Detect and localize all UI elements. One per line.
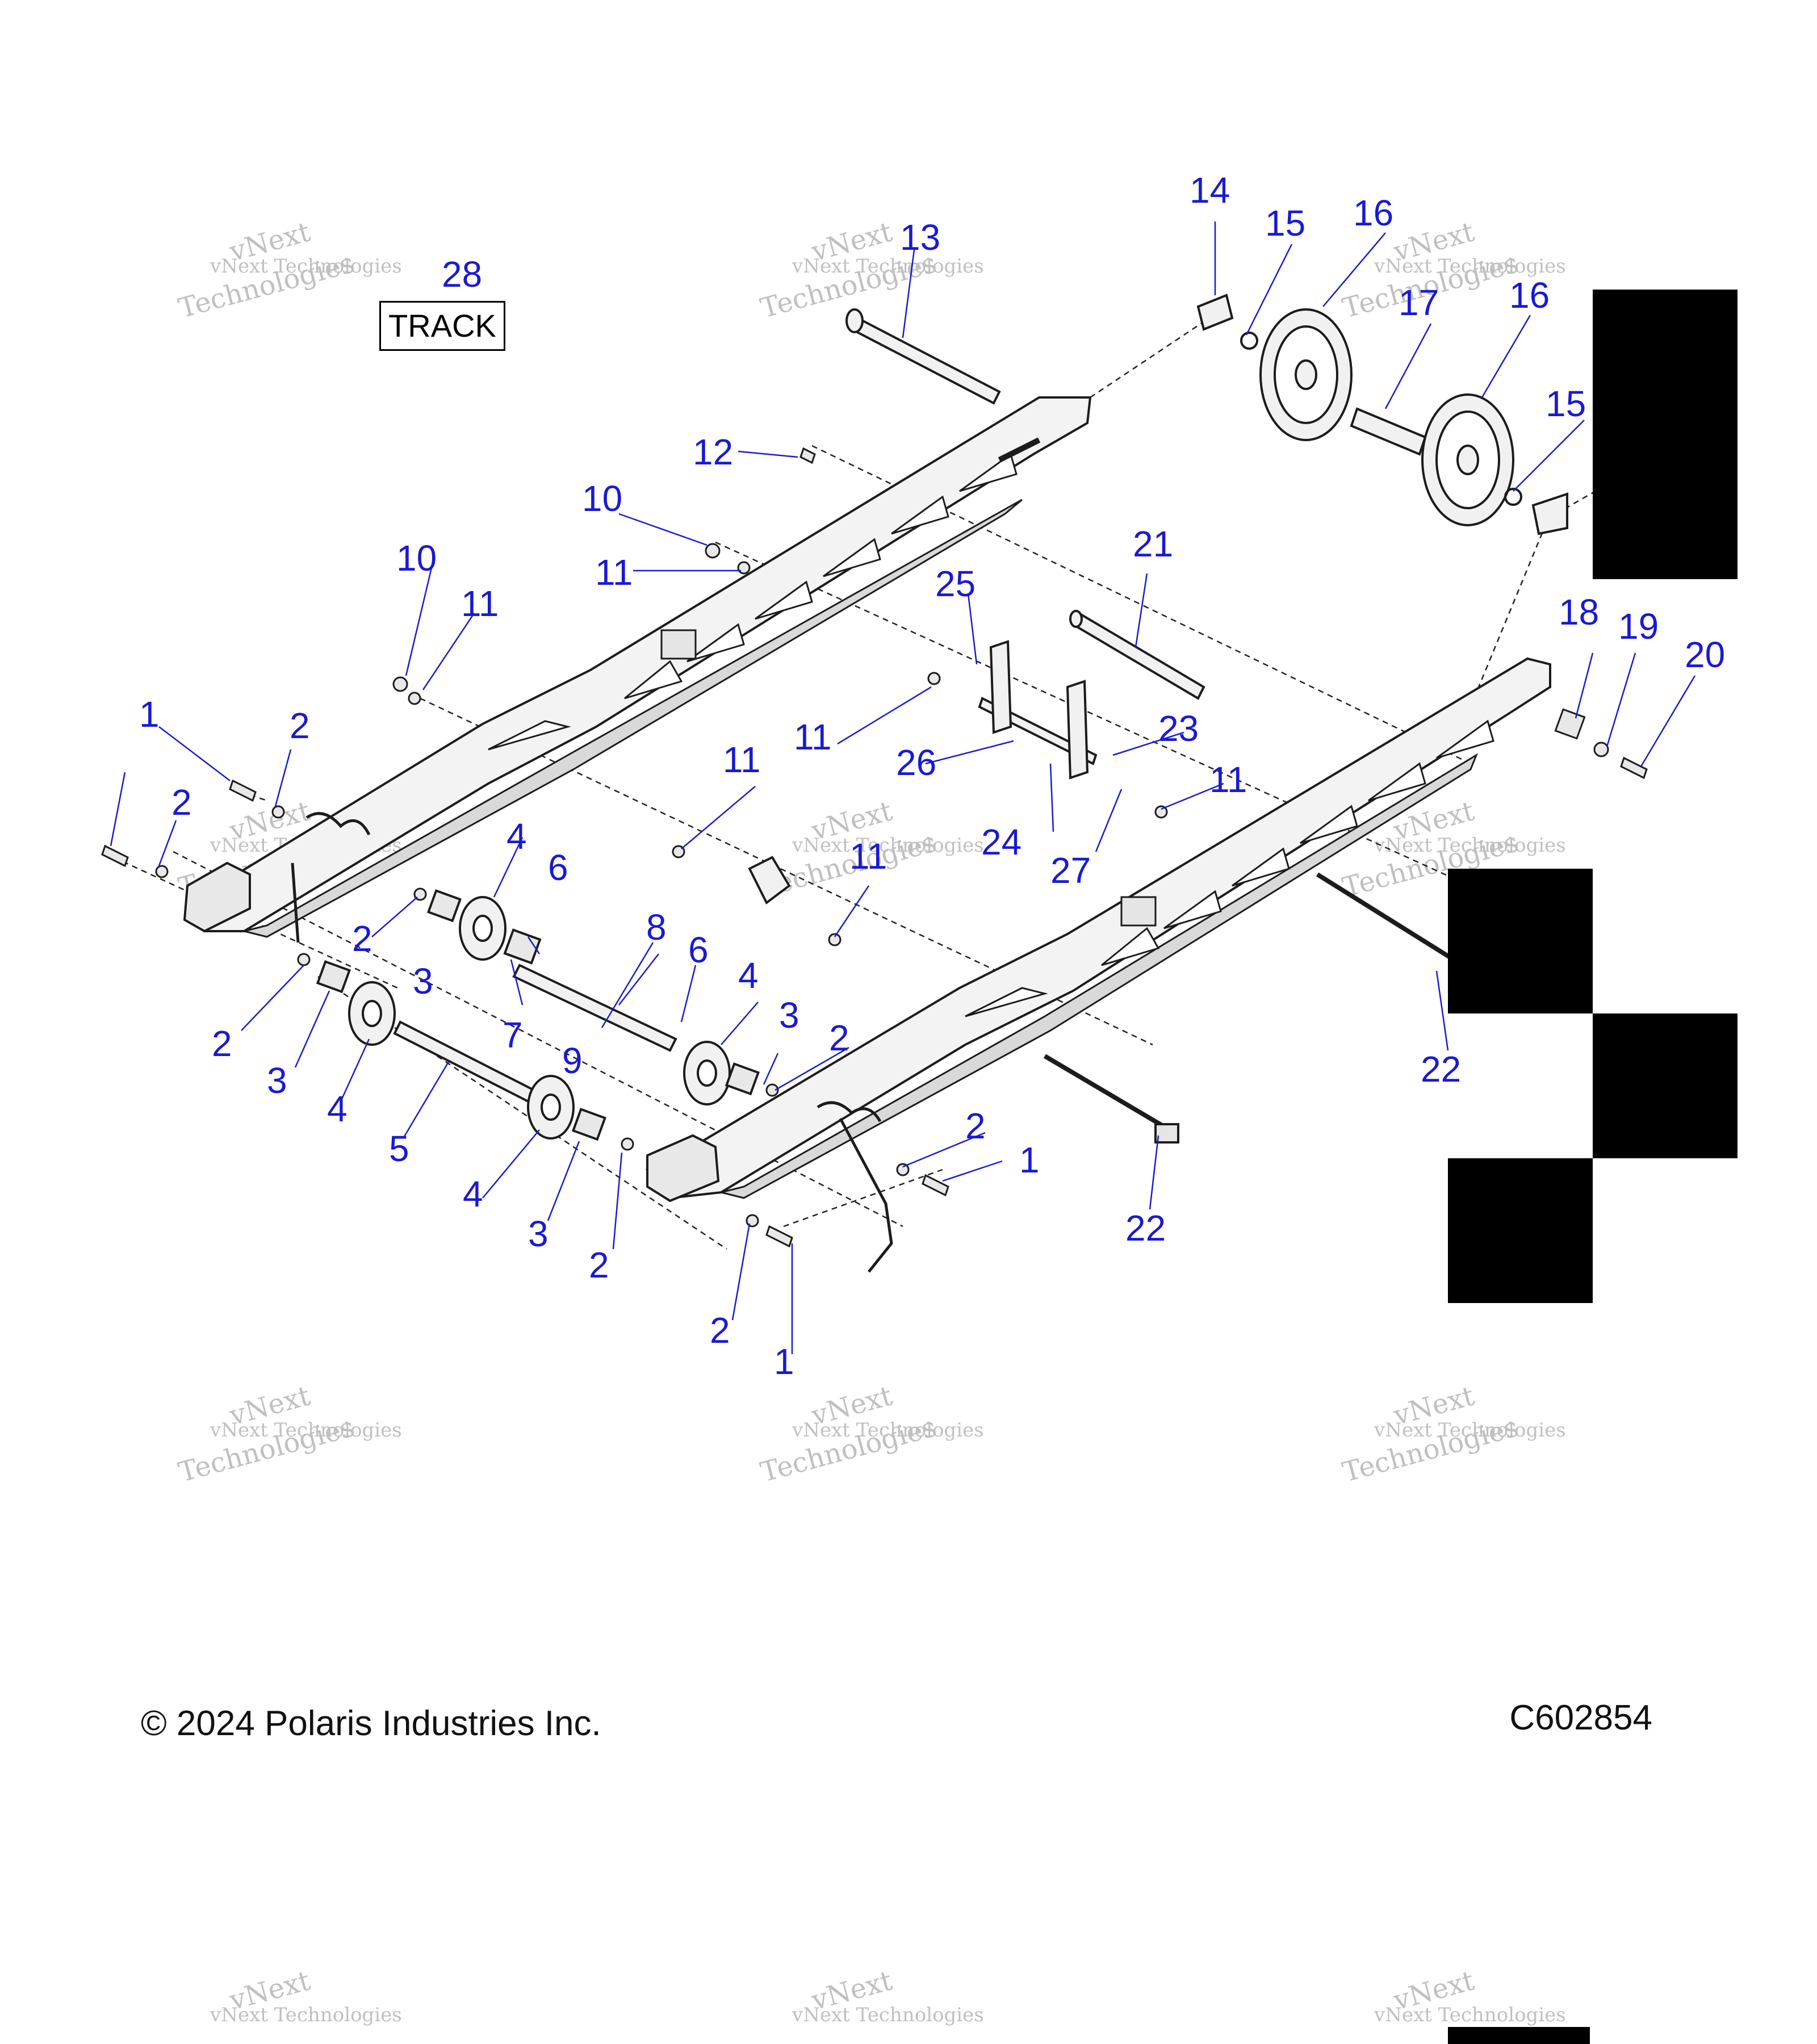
- svg-text:vNext Technologies: vNext Technologies: [210, 2004, 402, 2026]
- callout-22: 22: [1125, 1208, 1166, 1249]
- callout-3: 3: [528, 1213, 549, 1254]
- callout-1: 1: [774, 1341, 794, 1382]
- callout-3: 3: [413, 961, 433, 1002]
- track-label-box: TRACK: [379, 301, 505, 351]
- watermark: vNext Technologies vNext Technologies: [175, 1380, 402, 1488]
- watermark: vNext Technologies vNext: [1374, 1965, 1566, 2026]
- callout-3: 3: [779, 995, 799, 1036]
- callout-11: 11: [849, 836, 887, 877]
- callout-15: 15: [1265, 203, 1305, 244]
- svg-text:vNext Technologies: vNext Technologies: [210, 255, 402, 278]
- callouts: 1 1 1 2 2 2 2 2 2 2 2 3 3 3 3 4 4 4 4 5 …: [139, 170, 1725, 1382]
- callout-11: 11: [461, 583, 499, 624]
- callout-17: 17: [1399, 282, 1439, 323]
- callout-2: 2: [829, 1017, 849, 1058]
- callout-1: 1: [139, 694, 160, 735]
- callout-4: 4: [463, 1174, 483, 1214]
- callout-2: 2: [290, 705, 310, 746]
- svg-text:vNext Technologies: vNext Technologies: [792, 1419, 984, 1442]
- callout-26: 26: [896, 742, 936, 783]
- callout-22: 22: [1421, 1049, 1461, 1090]
- left-rail: [183, 396, 1092, 943]
- callout-19: 19: [1618, 606, 1659, 647]
- callout-4: 4: [327, 1088, 348, 1129]
- watermark: vNext Technologies vNext Technologies: [175, 216, 402, 324]
- callout-6: 6: [688, 929, 709, 970]
- watermark: vNext Technologies vNext Technologies: [757, 1380, 984, 1488]
- callout-18: 18: [1559, 592, 1599, 633]
- torque-arm: [748, 640, 1089, 905]
- svg-text:vNext Technologies: vNext Technologies: [1374, 2004, 1566, 2026]
- svg-text:vNext Technologies: vNext Technologies: [792, 255, 984, 278]
- fasteners: [101, 447, 1648, 1248]
- watermark: vNext Technologies vNext: [210, 1965, 402, 2026]
- callout-20: 20: [1685, 634, 1725, 675]
- copyright-notice: © 2024 Polaris Industries Inc.: [141, 1704, 601, 1743]
- leader-lines: [110, 221, 1696, 1354]
- svg-text:vNext Technologies: vNext Technologies: [1374, 255, 1566, 278]
- callout-28: 28: [442, 254, 482, 295]
- callout-25: 25: [935, 563, 976, 604]
- callout-11: 11: [595, 552, 633, 593]
- callout-3: 3: [267, 1060, 287, 1101]
- callout-2: 2: [589, 1245, 609, 1285]
- callout-12: 12: [693, 432, 733, 472]
- watermark: vNext Technologies vNext Technologies: [1339, 1380, 1566, 1488]
- watermark: vNext Technologies vNext Technologies: [757, 216, 984, 324]
- callout-16: 16: [1509, 275, 1550, 316]
- callout-4: 4: [738, 955, 759, 996]
- callout-4: 4: [506, 816, 527, 857]
- right-rail: [645, 657, 1551, 1273]
- drawing-number: C602854: [1509, 1698, 1652, 1737]
- svg-text:vNext Technologies: vNext Technologies: [792, 2004, 984, 2026]
- callout-2: 2: [965, 1105, 986, 1146]
- idler-wheels: [1196, 294, 1568, 535]
- redaction-blocks: [1448, 290, 1738, 2044]
- callout-27: 27: [1050, 850, 1091, 891]
- callout-16: 16: [1353, 192, 1393, 233]
- callout-9: 9: [562, 1040, 583, 1081]
- svg-text:vNext Technologies: vNext Technologies: [1374, 1419, 1566, 1442]
- svg-text:vNext Technologies: vNext Technologies: [792, 834, 984, 857]
- callout-2: 2: [352, 918, 372, 959]
- watermark: vNext Technologies vNext: [792, 1965, 984, 2026]
- callout-8: 8: [646, 907, 667, 948]
- callout-2: 2: [171, 782, 192, 823]
- callout-24: 24: [981, 822, 1021, 862]
- callout-11: 11: [723, 739, 760, 780]
- callout-11: 11: [794, 717, 831, 757]
- callout-5: 5: [389, 1128, 409, 1169]
- callout-2: 2: [212, 1023, 232, 1064]
- callout-10: 10: [396, 538, 437, 579]
- callout-10: 10: [582, 478, 622, 519]
- callout-23: 23: [1158, 708, 1199, 749]
- svg-text:vNext Technologies: vNext Technologies: [1374, 834, 1566, 857]
- callout-6: 6: [548, 847, 568, 888]
- callout-14: 14: [1190, 170, 1230, 211]
- callout-15: 15: [1546, 383, 1586, 424]
- callout-13: 13: [900, 217, 940, 258]
- bogie-wheels: [316, 889, 760, 1141]
- callout-21: 21: [1133, 523, 1173, 564]
- callout-7: 7: [503, 1015, 523, 1055]
- callout-2: 2: [710, 1310, 730, 1351]
- svg-text:vNext Technologies: vNext Technologies: [210, 1419, 402, 1442]
- callout-1: 1: [1019, 1140, 1040, 1180]
- callout-11: 11: [1209, 759, 1247, 800]
